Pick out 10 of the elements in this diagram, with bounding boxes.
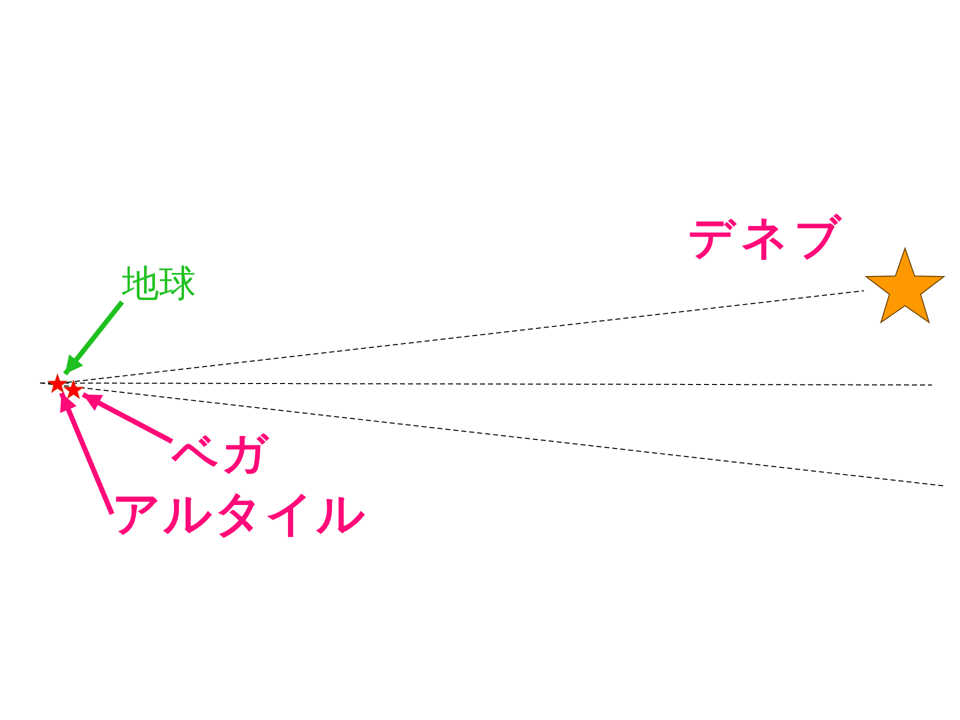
star-shape — [64, 380, 83, 399]
star-shape — [48, 374, 67, 393]
star-name-label: ベガ — [172, 430, 270, 476]
arrow — [59, 392, 114, 515]
star-name-label: アルタイル — [112, 490, 367, 538]
arrow — [82, 392, 174, 444]
star-name-label: 地球 — [122, 265, 196, 302]
star-name-label: デネブ — [688, 214, 847, 260]
sight-line — [66, 290, 864, 383]
arrow — [63, 300, 124, 376]
